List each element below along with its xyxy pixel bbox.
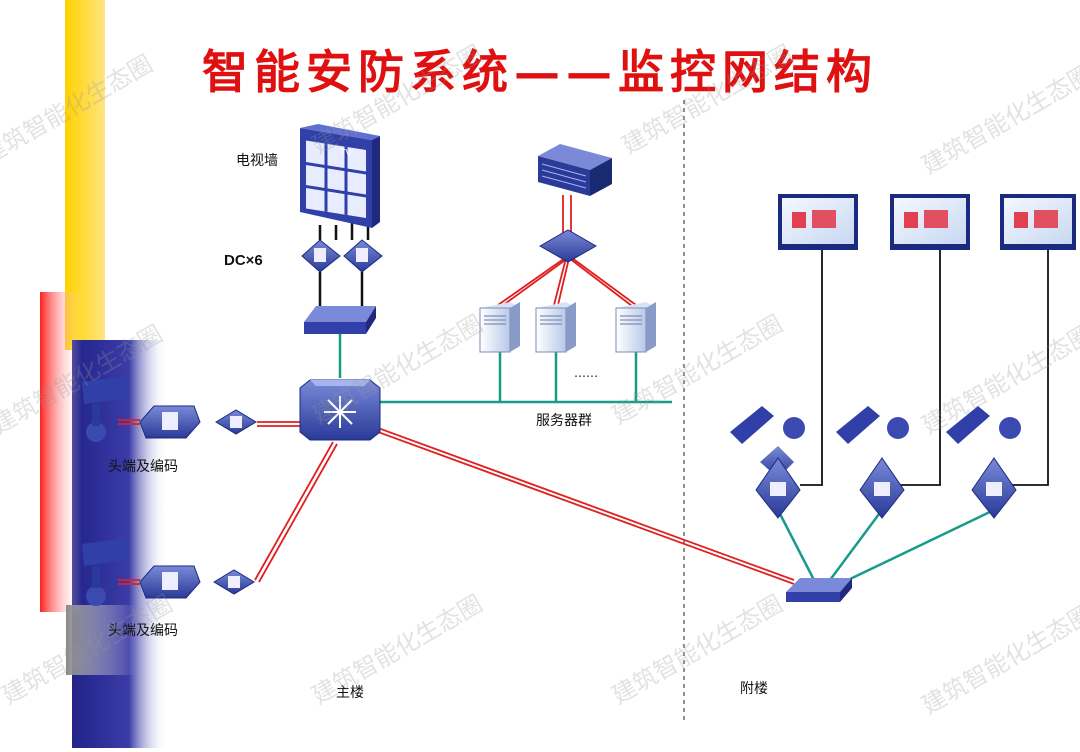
dc-label: DC×6	[224, 252, 263, 269]
storage-array	[538, 144, 612, 196]
annex-encoder-2	[859, 457, 905, 519]
link-mon2-enc	[900, 250, 941, 486]
server-1	[479, 302, 520, 353]
core-switch	[299, 379, 381, 441]
yellow-bar	[65, 0, 105, 350]
link-enc1-core	[257, 421, 300, 427]
annex-switch	[786, 578, 852, 602]
encoder-1a	[139, 405, 201, 439]
headend-label-2: 头端及编码	[108, 623, 178, 639]
link-annex-enc3	[847, 508, 995, 582]
link-mon3-enc	[1012, 250, 1049, 486]
server-group-label: 服务器群	[536, 413, 592, 429]
server-3	[615, 302, 656, 353]
page-title: 智能安防系统——监控网结构	[202, 45, 878, 99]
annex-camera-group-3	[946, 406, 1021, 444]
server-2	[535, 302, 576, 353]
link-hub-s2	[553, 257, 570, 306]
decoder-1	[301, 239, 341, 273]
links	[118, 195, 1049, 585]
link-annex-enc1	[776, 509, 816, 581]
display-switch	[304, 306, 376, 334]
camera-group-2	[82, 538, 128, 606]
main-building-label: 主楼	[336, 685, 364, 701]
annex-camera-group-2	[836, 406, 909, 444]
encoder-2b	[213, 569, 255, 595]
encoder-1b	[215, 409, 257, 435]
tv-wall-panel-text: TV	[339, 148, 352, 160]
encoder-2a	[139, 565, 201, 599]
gray-bar	[66, 605, 136, 675]
link-mon1-enc	[800, 250, 823, 486]
camera-group-1	[82, 376, 128, 442]
tv-wall: TV	[300, 124, 380, 228]
annex-monitor-2	[890, 194, 970, 250]
link-enc2-core	[254, 441, 338, 583]
annex-building-label: 附楼	[740, 681, 768, 697]
annex-encoder-3	[971, 457, 1017, 519]
link-hub-s1	[497, 257, 569, 307]
link-cam2-enc2	[118, 579, 140, 585]
server-ellipsis: ……	[574, 366, 598, 380]
link-hub-s3	[568, 257, 637, 307]
decoder-2	[343, 239, 383, 273]
annex-monitor-3	[1000, 194, 1076, 250]
link-storage-hub	[562, 195, 572, 235]
link-annex-enc2	[828, 509, 884, 581]
annex-camera-group-1	[730, 406, 805, 478]
tv-wall-label: 电视墙	[236, 153, 278, 169]
link-core-annex	[377, 427, 795, 585]
link-cam1-enc1	[118, 419, 140, 425]
annex-encoder-1	[755, 457, 801, 519]
red-bar	[40, 292, 82, 612]
storage-hub	[538, 229, 598, 263]
headend-label-1: 头端及编码	[108, 459, 178, 475]
annex-monitor-1	[778, 194, 858, 250]
